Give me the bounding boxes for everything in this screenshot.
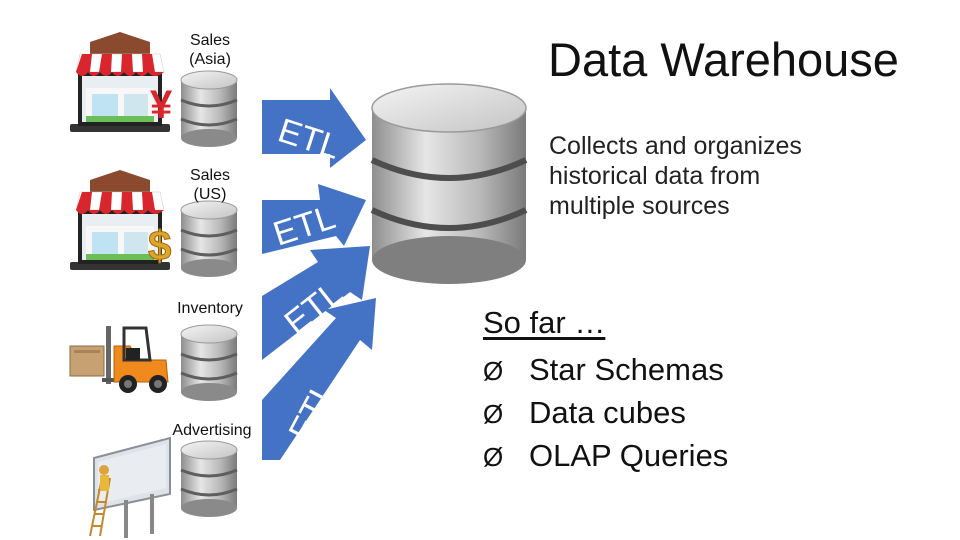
description-line-1: Collects and organizes (549, 132, 802, 160)
list-item: Ø OLAP Queries (483, 434, 728, 477)
bullet-arrow-icon: Ø (483, 442, 504, 472)
store-yen-icon: ¥ (69, 31, 173, 133)
warehouse-description: Collects and organizes historical data f… (549, 131, 849, 221)
list-item-text: OLAP Queries (529, 438, 729, 473)
source-label-inventory: Inventory (168, 299, 252, 318)
forklift-icon (69, 326, 169, 393)
source-label-line1: Advertising (172, 422, 252, 439)
description-line-2: historical data from (549, 162, 761, 190)
database-advertising-icon (179, 439, 239, 519)
data-warehouse-database-icon (370, 83, 528, 284)
source-label-line1: Sales (189, 32, 231, 49)
list-item: Ø Star Schemas (483, 348, 728, 391)
list-item-text: Data cubes (529, 395, 686, 430)
bullet-arrow-icon: Ø (483, 356, 504, 386)
description-line-3: multiple sources (549, 192, 730, 220)
store-dollar-icon: $ (69, 169, 172, 271)
bullet-arrow-icon: Ø (483, 399, 504, 429)
list-item: Ø Data cubes (483, 391, 728, 434)
source-label-line2: (US) (193, 186, 227, 203)
billboard-icon (89, 436, 171, 538)
page-title: Data Warehouse (548, 33, 899, 86)
svg-text:¥: ¥ (150, 83, 173, 127)
source-label-advertising: Advertising (162, 421, 262, 440)
source-label-line2: (Asia) (189, 51, 231, 68)
svg-text:$: $ (148, 222, 171, 269)
database-inventory-icon (179, 323, 239, 403)
source-label-sales-asia: Sales (Asia) (182, 31, 238, 69)
etl-arrow-sales-asia: ETL (262, 88, 366, 168)
list-item-text: Star Schemas (529, 352, 724, 387)
so-far-heading: So far … (483, 305, 606, 340)
source-label-sales-us: Sales (US) (182, 166, 238, 204)
etl-arrow-sales-us: ETL (262, 184, 366, 254)
database-sales-asia-icon (179, 69, 239, 149)
so-far-list: Ø Star Schemas Ø Data cubes Ø OLAP Queries (483, 348, 728, 477)
database-sales-us-icon (179, 199, 239, 279)
source-label-line1: Sales (189, 167, 231, 184)
source-label-line1: Inventory (177, 300, 243, 317)
